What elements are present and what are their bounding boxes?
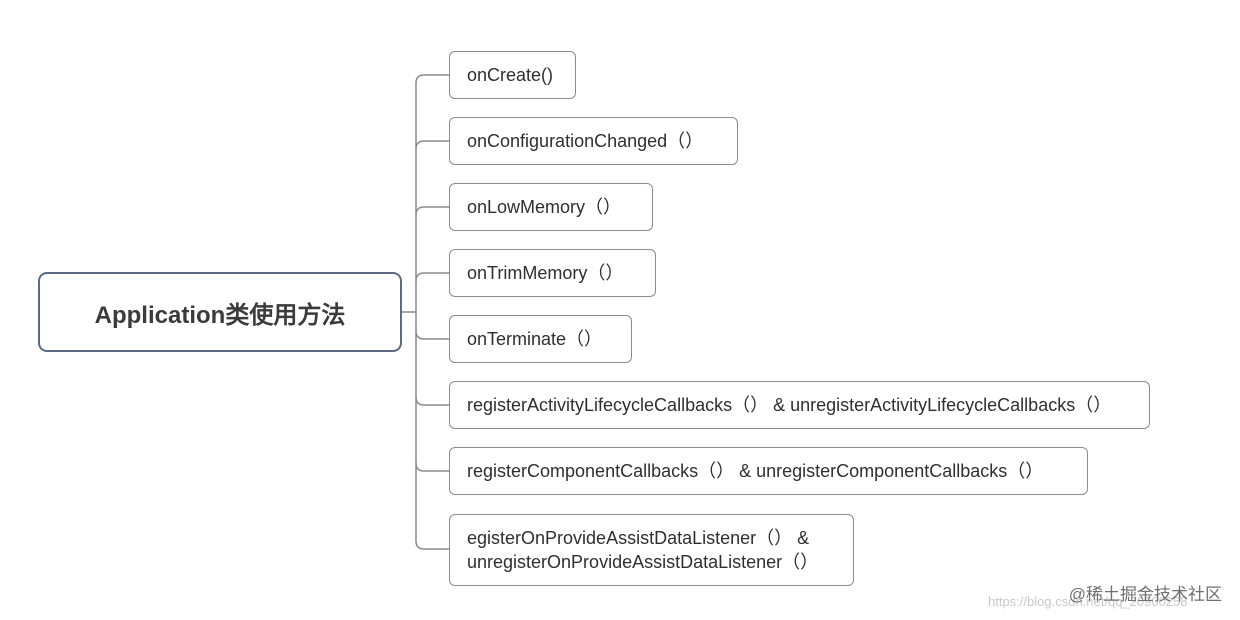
child-node-label-line1: egisterOnProvideAssistDataListener（） & xyxy=(467,528,810,548)
child-node-activity-lifecycle-callbacks: registerActivityLifecycleCallbacks（） & u… xyxy=(449,381,1150,429)
child-node-label: registerActivityLifecycleCallbacks（） & u… xyxy=(467,395,1112,415)
branch-connector xyxy=(415,330,450,340)
child-node-onlowmemory: onLowMemory（） xyxy=(449,183,653,231)
child-node-component-callbacks: registerComponentCallbacks（） & unregiste… xyxy=(449,447,1088,495)
child-node-assist-data-listener: egisterOnProvideAssistDataListener（） & u… xyxy=(449,514,854,586)
branch-connector xyxy=(415,396,450,406)
child-node-ontrimmemory: onTrimMemory（） xyxy=(449,249,656,297)
child-node-label: onTerminate（） xyxy=(467,329,603,349)
root-node: Application类使用方法 xyxy=(38,272,402,352)
child-node-label: onCreate() xyxy=(467,65,554,85)
child-node-label: onLowMemory（） xyxy=(467,197,622,217)
child-node-label: onConfigurationChanged（） xyxy=(467,131,704,151)
branch-connector xyxy=(415,140,450,150)
branch-connector xyxy=(415,206,450,216)
child-node-onconfigurationchanged: onConfigurationChanged（） xyxy=(449,117,738,165)
root-node-label: Application类使用方法 xyxy=(94,301,346,329)
child-node-label: registerComponentCallbacks（） & unregiste… xyxy=(467,461,1044,481)
branch-connector xyxy=(415,462,450,472)
watermark-text: @稀土掘金技术社区 xyxy=(1068,585,1222,604)
branch-connector xyxy=(415,272,450,282)
child-node-label: onTrimMemory（） xyxy=(467,263,624,283)
child-node-label-line2: unregisterOnProvideAssistDataListener（） xyxy=(467,552,819,572)
watermark-url: https://blog.csdn.net/qq_20900258 xyxy=(988,594,1188,609)
child-node-onterminate: onTerminate（） xyxy=(449,315,632,363)
trunk-connector xyxy=(415,74,450,550)
child-node-oncreate: onCreate() xyxy=(449,51,576,99)
